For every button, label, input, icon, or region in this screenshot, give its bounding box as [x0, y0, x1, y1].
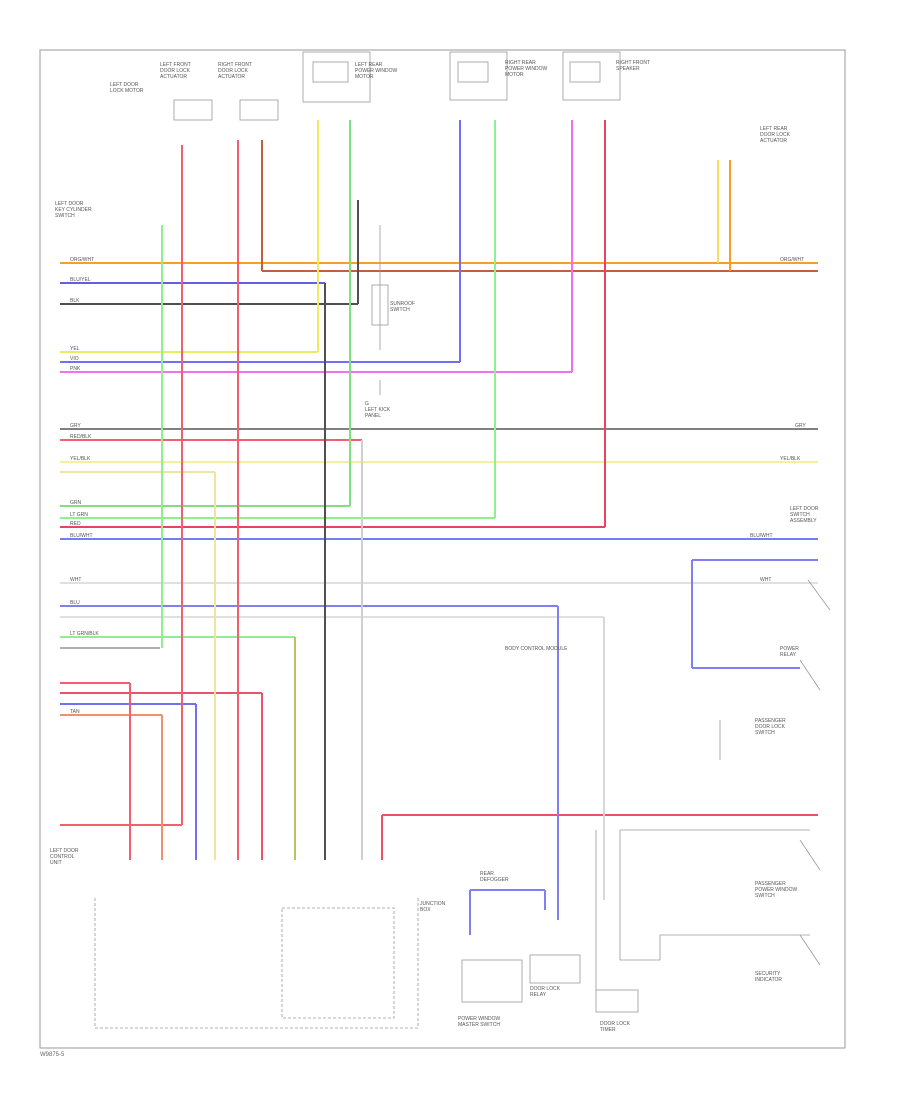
label-lf-actuator-3: ACTUATOR: [160, 74, 187, 80]
wire-label-lt-yellow-right: YEL/BLK: [780, 456, 801, 462]
label-timer-1: DOOR LOCK: [600, 1021, 631, 1027]
label-passenger-b-1: PASSENGER: [755, 881, 786, 887]
label-control-unit-1: LEFT DOOR: [50, 848, 79, 854]
junction-box-outline: [281, 907, 395, 1019]
timer-box: [529, 954, 581, 984]
defogger-box: [461, 959, 523, 1003]
label-junction-2: BOX: [420, 907, 431, 913]
label-speaker-1: RIGHT FRONT: [616, 60, 650, 66]
label-lf-actuator-1: LEFT FRONT: [160, 62, 191, 68]
label-key-cyl-2: KEY CYLINDER: [55, 207, 92, 213]
label-left-switch-2: SWITCH: [790, 512, 810, 518]
label-lock-relay-1: DOOR LOCK: [530, 986, 561, 992]
label-ground-1: G: [365, 401, 369, 407]
connector-lines: [371, 225, 831, 990]
label-lr-window-1: LEFT REAR: [355, 62, 383, 68]
control-unit-outline: [94, 898, 419, 1029]
wire-label-white: WHT: [70, 577, 81, 583]
label-passenger-2: DOOR LOCK: [755, 724, 786, 730]
vertical-wires: [129, 120, 818, 935]
label-security-1: SECURITY: [755, 971, 781, 977]
wire-label-black: BLK: [70, 298, 80, 304]
top-components: [173, 51, 621, 121]
wire-label-orange-right: ORG/WHT: [780, 257, 804, 263]
label-master-switch-1: POWER WINDOW: [458, 1016, 500, 1022]
wire-label-blue3: BLU: [70, 600, 80, 606]
wire-label-blue2-right: BLU/WHT: [750, 533, 773, 539]
label-control-unit-3: UNIT: [50, 860, 62, 866]
label-rf-actuator-2: DOOR LOCK: [218, 68, 249, 74]
diagram-border: [39, 49, 846, 1049]
label-rf-actuator-3: ACTUATOR: [218, 74, 245, 80]
wire-harness: [60, 262, 818, 826]
label-lock-relay-2: RELAY: [530, 992, 547, 998]
label-rr-window-1: RIGHT REAR: [505, 60, 536, 66]
label-lock-motor-2: LOCK MOTOR: [110, 88, 144, 94]
label-passenger-b-2: POWER WINDOW: [755, 887, 797, 893]
label-lr-window-3: MOTOR: [355, 74, 374, 80]
label-timer-2: TIMER: [600, 1027, 616, 1033]
label-passenger-1: PASSENGER: [755, 718, 786, 724]
label-rear-actuator-1: LEFT REAR: [760, 126, 788, 132]
label-lr-window-2: POWER WINDOW: [355, 68, 397, 74]
labels: LEFT FRONT DOOR LOCK ACTUATOR RIGHT FRON…: [50, 60, 819, 1033]
label-rear-actuator-3: ACTUATOR: [760, 138, 787, 144]
wire-label-gray: GRY: [70, 423, 81, 429]
wire-label-tan: TAN: [70, 709, 80, 715]
wire-label-gray-right: GRY: [795, 423, 806, 429]
label-passenger-3: SWITCH: [755, 730, 775, 736]
footer-code: W9875-5: [40, 1052, 65, 1058]
component-box-lr-window: [562, 51, 621, 101]
label-bcm: BODY CONTROL MODULE: [505, 646, 568, 652]
label-defogger-1: REAR: [480, 871, 494, 877]
label-key-cyl-1: LEFT DOOR: [55, 201, 84, 207]
label-left-switch-1: LEFT DOOR: [790, 506, 819, 512]
wire-label-yellow: YEL: [70, 346, 80, 352]
wire-label-violet: VIO: [70, 356, 79, 362]
label-rear-actuator-2: DOOR LOCK: [760, 132, 791, 138]
wire-label-lt-yellow: YEL/BLK: [70, 456, 91, 462]
component-box-rf-actuator: [302, 51, 371, 103]
label-relay-1: POWER: [780, 646, 799, 652]
wire-label-white-right: WHT: [760, 577, 771, 583]
label-sunroof-1: SUNROOF: [390, 301, 415, 307]
label-relay-2: RELAY: [780, 652, 797, 658]
label-lf-actuator-2: DOOR LOCK: [160, 68, 191, 74]
wire-label-pink: PNK: [70, 366, 81, 372]
bottom-components: [94, 898, 639, 1029]
label-rf-actuator-1: RIGHT FRONT: [218, 62, 252, 68]
label-lock-motor-1: LEFT DOOR: [110, 82, 139, 88]
label-ground-3: PANEL: [365, 413, 381, 419]
label-security-2: INDICATOR: [755, 977, 782, 983]
relay-box: [595, 989, 639, 1013]
wire-label-blue: BLU/YEL: [70, 277, 91, 283]
label-passenger-b-3: SWITCH: [755, 893, 775, 899]
label-sunroof-2: SWITCH: [390, 307, 410, 313]
wire-label-blue2: BLU/WHT: [70, 533, 93, 539]
label-speaker-2: SPEAKER: [616, 66, 640, 72]
label-rr-window-3: MOTOR: [505, 72, 524, 78]
label-rr-window-2: POWER WINDOW: [505, 66, 547, 72]
wire-label-lt-green2: LT GRN/BLK: [70, 631, 99, 637]
wire-label-orange: ORG/WHT: [70, 257, 94, 263]
wire-label-red: RED/BLK: [70, 434, 92, 440]
wire-label-red2: RED: [70, 521, 81, 527]
label-junction-1: JUNCTION: [420, 901, 446, 907]
wire-label-lt-green: LT GRN: [70, 512, 88, 518]
label-master-switch-2: MASTER SWITCH: [458, 1022, 500, 1028]
label-left-switch-3: ASSEMBLY: [790, 518, 817, 524]
label-defogger-2: DEFOGGER: [480, 877, 509, 883]
label-key-cyl-3: SWITCH: [55, 213, 75, 219]
wire-label-green: GRN: [70, 500, 82, 506]
label-control-unit-2: CONTROL: [50, 854, 75, 860]
component-box-rr-window: [449, 51, 508, 101]
label-ground-2: LEFT KICK: [365, 407, 391, 413]
